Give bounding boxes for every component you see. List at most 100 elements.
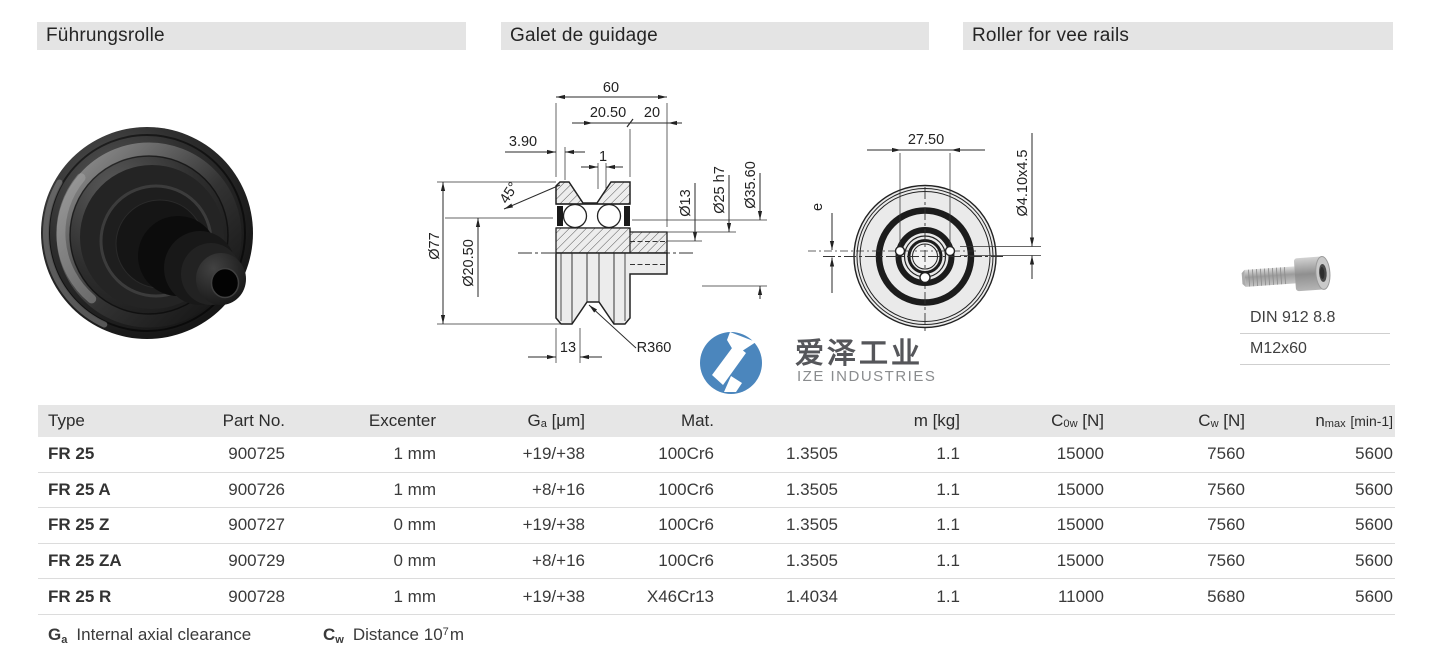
cell: +19/+38 bbox=[522, 515, 585, 535]
cell: 15000 bbox=[1056, 515, 1104, 535]
cell: 900728 bbox=[228, 586, 285, 606]
page-title-fr: Galet de guidage bbox=[510, 25, 658, 46]
dim-inner-diameter: Ø20.50 bbox=[461, 239, 477, 287]
divider bbox=[1240, 364, 1390, 365]
cell: 1.1 bbox=[936, 479, 960, 499]
watermark-logo: 爱泽工业 IZE INDUSTRIES bbox=[700, 330, 940, 394]
dim-race-diameter: Ø35.60 bbox=[743, 161, 759, 209]
cell: 1.3505 bbox=[786, 551, 838, 571]
cell: 5600 bbox=[1355, 444, 1393, 464]
dim-hub-length: 20 bbox=[644, 105, 660, 121]
cell: 100Cr6 bbox=[658, 479, 714, 499]
page-title-en: Roller for vee rails bbox=[972, 25, 1130, 46]
cell: FR 25 Z bbox=[48, 515, 110, 535]
cell: FR 25 R bbox=[48, 586, 112, 606]
title-bar-german: Führungsrolle bbox=[37, 22, 466, 50]
cell: X46Cr13 bbox=[646, 586, 714, 606]
column-header: Type bbox=[48, 411, 85, 430]
screw-standard-label: DIN 912 8.8 bbox=[1250, 309, 1336, 326]
screw-size-label: M12x60 bbox=[1250, 340, 1307, 357]
cell: 7560 bbox=[1207, 515, 1245, 535]
cell: 1 mm bbox=[393, 586, 437, 606]
cell: 100Cr6 bbox=[658, 515, 714, 535]
screw-icon bbox=[1241, 255, 1331, 292]
cell: +19/+38 bbox=[522, 586, 585, 606]
page-title-de: Führungsrolle bbox=[46, 25, 165, 46]
cell: 900725 bbox=[228, 444, 285, 464]
dim-hole-size: Ø4.10x4.5 bbox=[1015, 150, 1031, 217]
cell: FR 25 A bbox=[48, 479, 111, 499]
dim-outer-diameter: Ø77 bbox=[427, 232, 443, 259]
cell: 0 mm bbox=[393, 515, 437, 535]
column-header: m [kg] bbox=[913, 411, 960, 430]
cell: 1.3505 bbox=[786, 444, 838, 464]
cell: 15000 bbox=[1056, 444, 1104, 464]
table-row: FR 25 R 900728 1 mm +19/+38 X46Cr13 1.4034 1.1… bbox=[38, 579, 1395, 615]
section-view: 60 20.50 20 3.90 1 45° Ø77 Ø20.50 Ø13 Ø2… bbox=[427, 80, 767, 363]
cell: 1.1 bbox=[936, 515, 960, 535]
title-bar-french: Galet de guidage bbox=[501, 22, 929, 50]
cell: FR 25 bbox=[48, 444, 95, 464]
cell: 1.1 bbox=[936, 444, 960, 464]
cell: 1 mm bbox=[393, 479, 437, 499]
dim-groove-width: 13 bbox=[560, 340, 576, 356]
cell: 7560 bbox=[1207, 551, 1245, 571]
cell: 1.3505 bbox=[786, 515, 838, 535]
column-header: Part No. bbox=[222, 411, 285, 430]
dim-total-width: 60 bbox=[603, 80, 619, 96]
screw-block: DIN 912 8.8 M12x60 bbox=[1240, 252, 1390, 365]
dim-chamfer-width: 3.90 bbox=[509, 134, 537, 150]
cell: FR 25 ZA bbox=[48, 551, 122, 571]
column-header: Mat. bbox=[680, 411, 714, 430]
column-header: Excenter bbox=[368, 411, 436, 430]
cell: 5680 bbox=[1207, 586, 1245, 606]
cell: 15000 bbox=[1056, 479, 1104, 499]
cell: +8/+16 bbox=[532, 479, 585, 499]
cell: 15000 bbox=[1056, 551, 1104, 571]
cell: 1.4034 bbox=[786, 586, 838, 606]
cell: 900727 bbox=[228, 515, 285, 535]
ize-logo-icon bbox=[700, 332, 762, 394]
cell: 100Cr6 bbox=[658, 444, 714, 464]
column-header bbox=[716, 405, 840, 437]
front-view: 27.50 e Ø4.10x4.5 bbox=[808, 132, 1041, 333]
dim-crown-radius: R360 bbox=[637, 340, 672, 356]
cell: 100Cr6 bbox=[658, 551, 714, 571]
cell: 900726 bbox=[228, 479, 285, 499]
table-row: FR 25 A 900726 1 mm +8/+16 100Cr6 1.3505 1.1 15… bbox=[38, 473, 1395, 509]
dim-groove-pos: 20.50 bbox=[590, 105, 626, 121]
technical-drawing: 60 20.50 20 3.90 1 45° Ø77 Ø20.50 Ø13 Ø2… bbox=[427, 80, 1041, 363]
cell: 1.3505 bbox=[786, 479, 838, 499]
cell: 0 mm bbox=[393, 551, 437, 571]
cell: 1.1 bbox=[936, 586, 960, 606]
cell: 7560 bbox=[1207, 479, 1245, 499]
watermark-latin-text: IZE INDUSTRIES bbox=[797, 368, 937, 385]
cell: 5600 bbox=[1355, 479, 1393, 499]
watermark-chinese-text: 爱泽工业 bbox=[795, 338, 924, 370]
cell: 5600 bbox=[1355, 586, 1393, 606]
cell: 1 mm bbox=[393, 444, 437, 464]
cell: 5600 bbox=[1355, 551, 1393, 571]
dim-hole-spacing: 27.50 bbox=[908, 132, 944, 148]
table-row: FR 25 Z 900727 0 mm +19/+38 100Cr6 1.3505 1.1 1… bbox=[38, 508, 1395, 544]
cell: +8/+16 bbox=[532, 551, 585, 571]
divider bbox=[1240, 333, 1390, 334]
title-bar-english: Roller for vee rails bbox=[963, 22, 1393, 50]
dim-bore-diameter: Ø13 bbox=[678, 189, 694, 216]
table-body: FR 25 900725 1 mm +19/+38 100Cr6 1.3505 1.1 150… bbox=[38, 437, 1395, 615]
cell: 11000 bbox=[1057, 586, 1104, 606]
cell: 7560 bbox=[1207, 444, 1245, 464]
dim-eccentricity: e bbox=[810, 203, 826, 211]
